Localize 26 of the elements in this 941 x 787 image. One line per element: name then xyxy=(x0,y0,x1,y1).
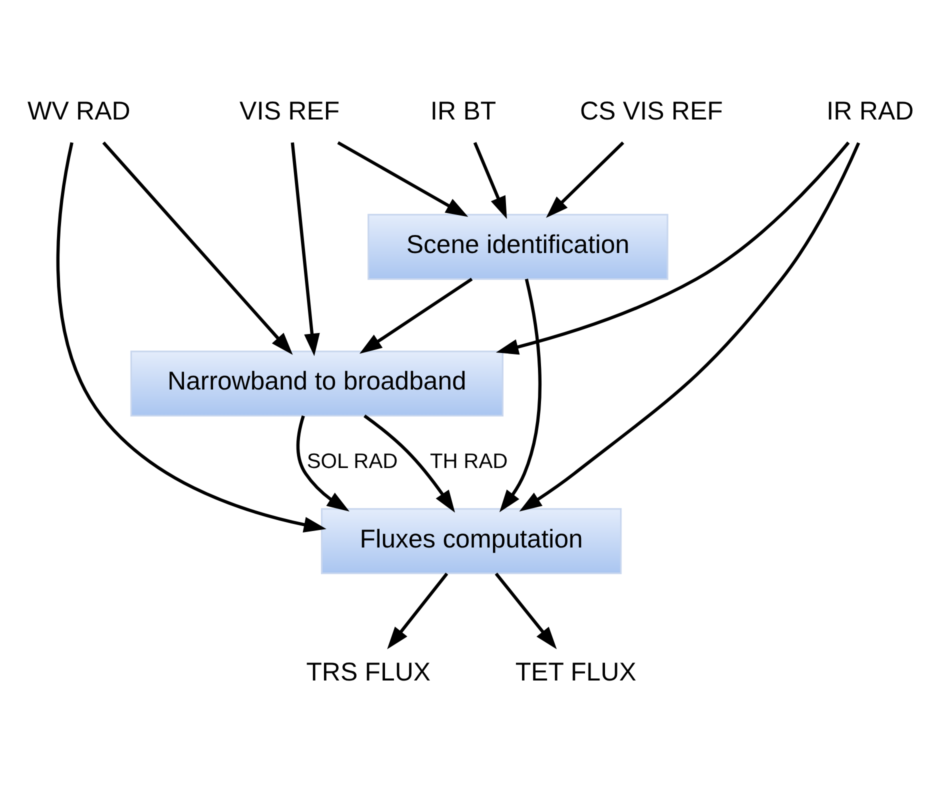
node-text: IR BT xyxy=(430,96,496,125)
arrow xyxy=(337,140,468,216)
arrow xyxy=(296,414,350,512)
node-text: TET FLUX xyxy=(515,658,636,686)
arrow xyxy=(496,141,850,354)
arrow xyxy=(364,414,456,512)
node-box: Scene identification xyxy=(368,213,668,280)
edge-label: SOL RAD xyxy=(306,449,398,472)
node-text: WV RAD xyxy=(27,96,130,125)
arrow xyxy=(102,140,293,354)
node-text: VIS REF xyxy=(240,96,340,125)
node-text: CS VIS REF xyxy=(580,96,723,125)
arrow xyxy=(56,142,326,532)
arrow xyxy=(519,142,860,511)
edge-label: TH RAD xyxy=(430,449,508,472)
node-text: IR RAD xyxy=(826,96,914,125)
node-box: Fluxes computation xyxy=(320,508,622,574)
arrow xyxy=(359,277,473,354)
arrow xyxy=(290,142,320,356)
arrow xyxy=(473,142,507,218)
node-text: TRS FLUX xyxy=(306,658,431,686)
node-box: Narrowband to broadband xyxy=(130,350,504,416)
arrow xyxy=(387,572,448,649)
arrow xyxy=(546,140,624,218)
arrow xyxy=(494,572,557,649)
arrow xyxy=(499,278,542,512)
